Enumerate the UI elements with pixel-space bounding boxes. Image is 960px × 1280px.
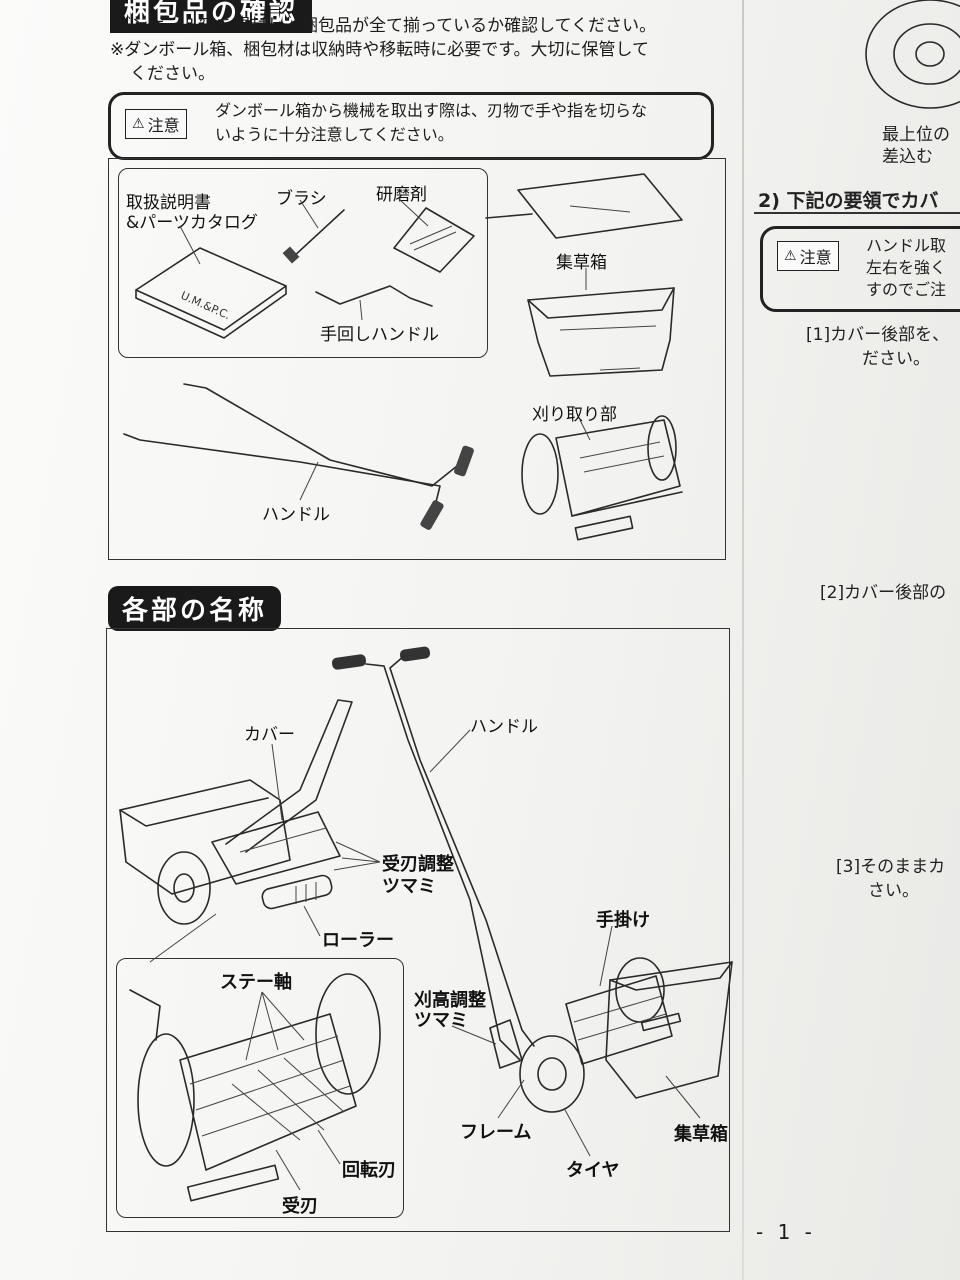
parts-illustration-frame (106, 628, 730, 1232)
label-cover: カバー (244, 725, 295, 745)
right-caution-line-2: 左右を強く (866, 258, 947, 277)
step-2-underline (754, 212, 960, 214)
label-abrasive: 研磨剤 (376, 185, 427, 205)
step-1-line-1: [1]カバー後部を、 (806, 325, 950, 345)
label-blade-adjust-1: 受刃調整 (382, 854, 454, 875)
label-height-adjust-2: ツマミ (414, 1010, 468, 1031)
packing-heading: 梱包品の確認 (110, 0, 313, 33)
parts-heading: 各部の名称 (108, 586, 282, 631)
packing-line-2: ※ダンボール箱、梱包材は収納時や移転時に必要です。大切に保管して (110, 40, 650, 60)
label-grass-box-top: 集草箱 (556, 253, 607, 273)
right-caution-box: ⚠ 注意 (760, 226, 960, 312)
label-handle: ハンドル (470, 717, 538, 737)
detail-inner-frame (116, 958, 404, 1218)
label-height-adjust-1: 刈高調整 (414, 990, 486, 1011)
label-stay-shaft: ステー軸 (220, 972, 292, 993)
wheel-caption-2: 差込む (882, 147, 933, 167)
label-manual-1: 取扱説明書 (126, 193, 211, 213)
label-manual-2: &パーツカタログ (126, 213, 258, 233)
instruction-sheet-icon (517, 173, 683, 239)
label-tire: タイヤ (566, 1160, 620, 1181)
crank-handle-icon (315, 285, 433, 307)
caution-label: ⚠ 注意 (125, 109, 187, 139)
reel-detail-drawing (129, 973, 381, 1202)
step-3-line-2: さい。 (868, 881, 919, 901)
page-fold (742, 0, 744, 1280)
label-roller: ローラー (322, 930, 394, 951)
warning-triangle-icon: ⚠ (132, 116, 145, 132)
right-caution-label-text: 注意 (799, 248, 832, 267)
packing-line-3: ください。 (130, 64, 215, 84)
label-frame: フレーム (460, 1122, 532, 1143)
accessories-inner-frame (118, 168, 488, 358)
cutting-unit-icon (521, 415, 683, 541)
label-brush: ブラシ (276, 189, 327, 209)
step-3-line-1: [3]そのままカ (836, 857, 946, 877)
right-caution-line-1: ハンドル取 (866, 236, 947, 255)
warning-triangle-icon: ⚠ (784, 248, 797, 264)
label-blade-adjust-2: ツマミ (382, 876, 436, 897)
page-number: - 1 - (756, 1220, 816, 1244)
label-grip: 手掛け (596, 910, 650, 931)
packing-line-1: ダンボール箱を開封し、梱包品が全て揃っているか確認してください。 (114, 16, 657, 36)
caution-line-1: ダンボール箱から機械を取出す際は、刃物で手や指を切らな (215, 101, 648, 120)
handle-icon (123, 383, 474, 530)
step-1-line-2: ださい。 (862, 349, 930, 369)
step-2-heading: 2) 下記の要領でカバ (758, 190, 939, 212)
label-crank-handle: 手回しハンドル (320, 325, 439, 345)
wheel-caption-1: 最上位の (882, 125, 950, 145)
packing-illustration-frame (108, 158, 726, 560)
brush-icon (282, 209, 345, 264)
grass-box-icon (527, 287, 675, 377)
step-2-line-1: [2]カバー後部の (820, 583, 947, 603)
label-handle-top: ハンドル (262, 505, 330, 525)
wheel-fragment-drawing (865, 0, 960, 109)
label-bed-knife: 受刃 (282, 1196, 318, 1217)
abrasive-packet-icon (393, 207, 475, 273)
manual-icon (135, 247, 287, 339)
right-caution-label: ⚠ 注意 (777, 241, 839, 271)
mower-rear-drawing (119, 699, 353, 925)
label-grass-box: 集草箱 (674, 1124, 728, 1145)
label-rotary-blade: 回転刃 (342, 1160, 396, 1181)
right-caution-line-3: すのでご注 (866, 280, 947, 299)
mower-front-drawing (331, 646, 733, 1113)
packing-caution-box: ⚠ 注意 ダンボール箱から機械を取出す際は、刃物で手や指を切らな いように十分注… (108, 92, 714, 160)
label-cutting-unit: 刈り取り部 (532, 405, 617, 425)
caution-line-2: いように十分注意してください。 (215, 125, 454, 144)
caution-label-text: 注意 (147, 116, 180, 135)
